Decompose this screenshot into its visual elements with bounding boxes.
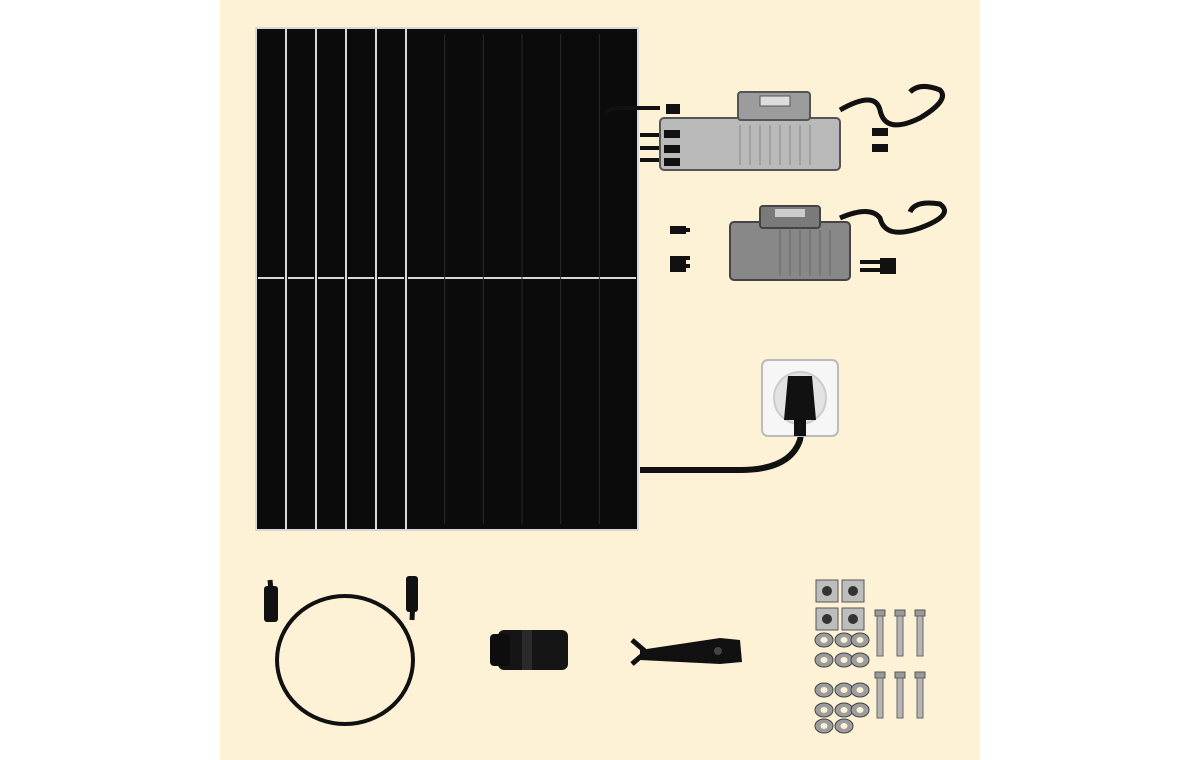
nut <box>834 652 854 668</box>
nut <box>834 632 854 648</box>
pv-extension-cable <box>264 576 418 726</box>
product-illustration <box>220 0 980 760</box>
micro-inverter-two-input <box>670 200 947 281</box>
clamp-plate <box>841 607 865 631</box>
clamp-plate <box>815 607 839 631</box>
bolt <box>874 671 886 719</box>
nut <box>850 632 870 648</box>
nut <box>834 682 854 698</box>
nut <box>814 702 834 718</box>
nut <box>814 632 834 648</box>
nut <box>814 682 834 698</box>
nut <box>850 652 870 668</box>
bolt <box>914 671 926 719</box>
bolt <box>894 609 906 657</box>
nut <box>850 682 870 698</box>
clamp-plate <box>815 579 839 603</box>
cable-gland <box>490 630 568 670</box>
nut <box>834 718 854 734</box>
product-scene <box>220 0 980 760</box>
nut <box>850 702 870 718</box>
nut <box>814 718 834 734</box>
bolt <box>874 609 886 657</box>
solar-panel <box>405 27 639 531</box>
solar-panel-stack <box>255 27 639 531</box>
bolt <box>894 671 906 719</box>
micro-inverter-four-input <box>602 84 945 171</box>
mc4-unlock-tool <box>630 638 742 666</box>
bolt <box>914 609 926 657</box>
mounting-hardware-set <box>814 579 926 734</box>
wall-socket-with-plug <box>640 359 839 473</box>
nut <box>834 702 854 718</box>
nut <box>814 652 834 668</box>
clamp-plate <box>841 579 865 603</box>
